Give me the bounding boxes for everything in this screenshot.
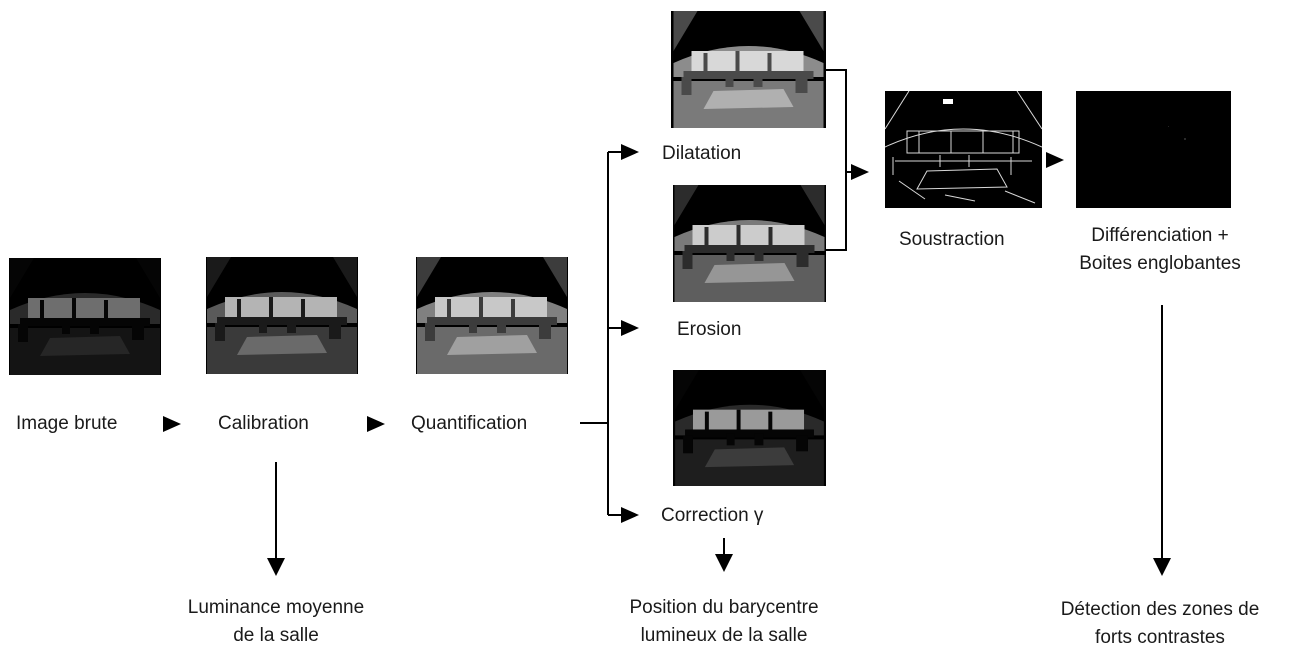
stage-label-calibration: Calibration bbox=[218, 413, 309, 434]
stage-label-subtraction: Soustraction bbox=[899, 229, 1005, 250]
branch-trunk bbox=[580, 152, 609, 424]
stage-label-quantification: Quantification bbox=[411, 413, 528, 434]
erosion-image-thumbnail bbox=[673, 185, 826, 302]
stage-label-differentiation-line1: Différenciation + bbox=[1091, 225, 1229, 246]
arrow-to-erosion bbox=[621, 320, 639, 336]
arrow-raw-to-calibration bbox=[163, 416, 181, 432]
output-luminance: Luminance moyenne de la salle bbox=[156, 594, 396, 650]
arrow-to-dilatation bbox=[621, 144, 639, 160]
stage-label-dilatation: Dilatation bbox=[662, 143, 742, 164]
calibration-image-thumbnail bbox=[206, 257, 358, 374]
arrow-subtraction-to-differentiation bbox=[1046, 152, 1064, 168]
stage-label-erosion: Erosion bbox=[677, 319, 742, 340]
stage-label-gamma: Correction γ bbox=[661, 505, 764, 526]
arrow-to-subtraction bbox=[851, 164, 869, 180]
subtraction-image-thumbnail bbox=[885, 91, 1042, 208]
arrow-calibration-to-quantification bbox=[367, 416, 385, 432]
output-luminance-line2: de la salle bbox=[233, 625, 319, 646]
output-barycentre-line1: Position du barycentre bbox=[629, 597, 819, 618]
raw-image-thumbnail bbox=[9, 258, 161, 375]
output-contrast: Détection des zones de forts contrastes bbox=[1032, 596, 1288, 652]
output-luminance-line1: Luminance moyenne bbox=[187, 597, 365, 618]
dilatation-image-thumbnail bbox=[671, 11, 826, 128]
stage-label-differentiation-line2: Boites englobantes bbox=[1079, 253, 1241, 274]
stage-label-raw: Image brute bbox=[16, 413, 118, 434]
output-contrast-line1: Détection des zones de bbox=[1060, 599, 1260, 620]
arrow-to-gamma bbox=[621, 507, 639, 523]
output-barycentre: Position du barycentre lumineux de la sa… bbox=[594, 594, 854, 650]
differentiation-image-thumbnail bbox=[1076, 91, 1231, 208]
output-barycentre-line2: lumineux de la salle bbox=[640, 625, 808, 646]
join-bracket bbox=[826, 69, 847, 251]
gamma-image-thumbnail bbox=[673, 370, 826, 486]
quantification-image-thumbnail bbox=[416, 257, 568, 374]
stage-label-differentiation: Différenciation + Boites englobantes bbox=[1060, 222, 1260, 278]
output-contrast-line2: forts contrastes bbox=[1095, 627, 1225, 648]
